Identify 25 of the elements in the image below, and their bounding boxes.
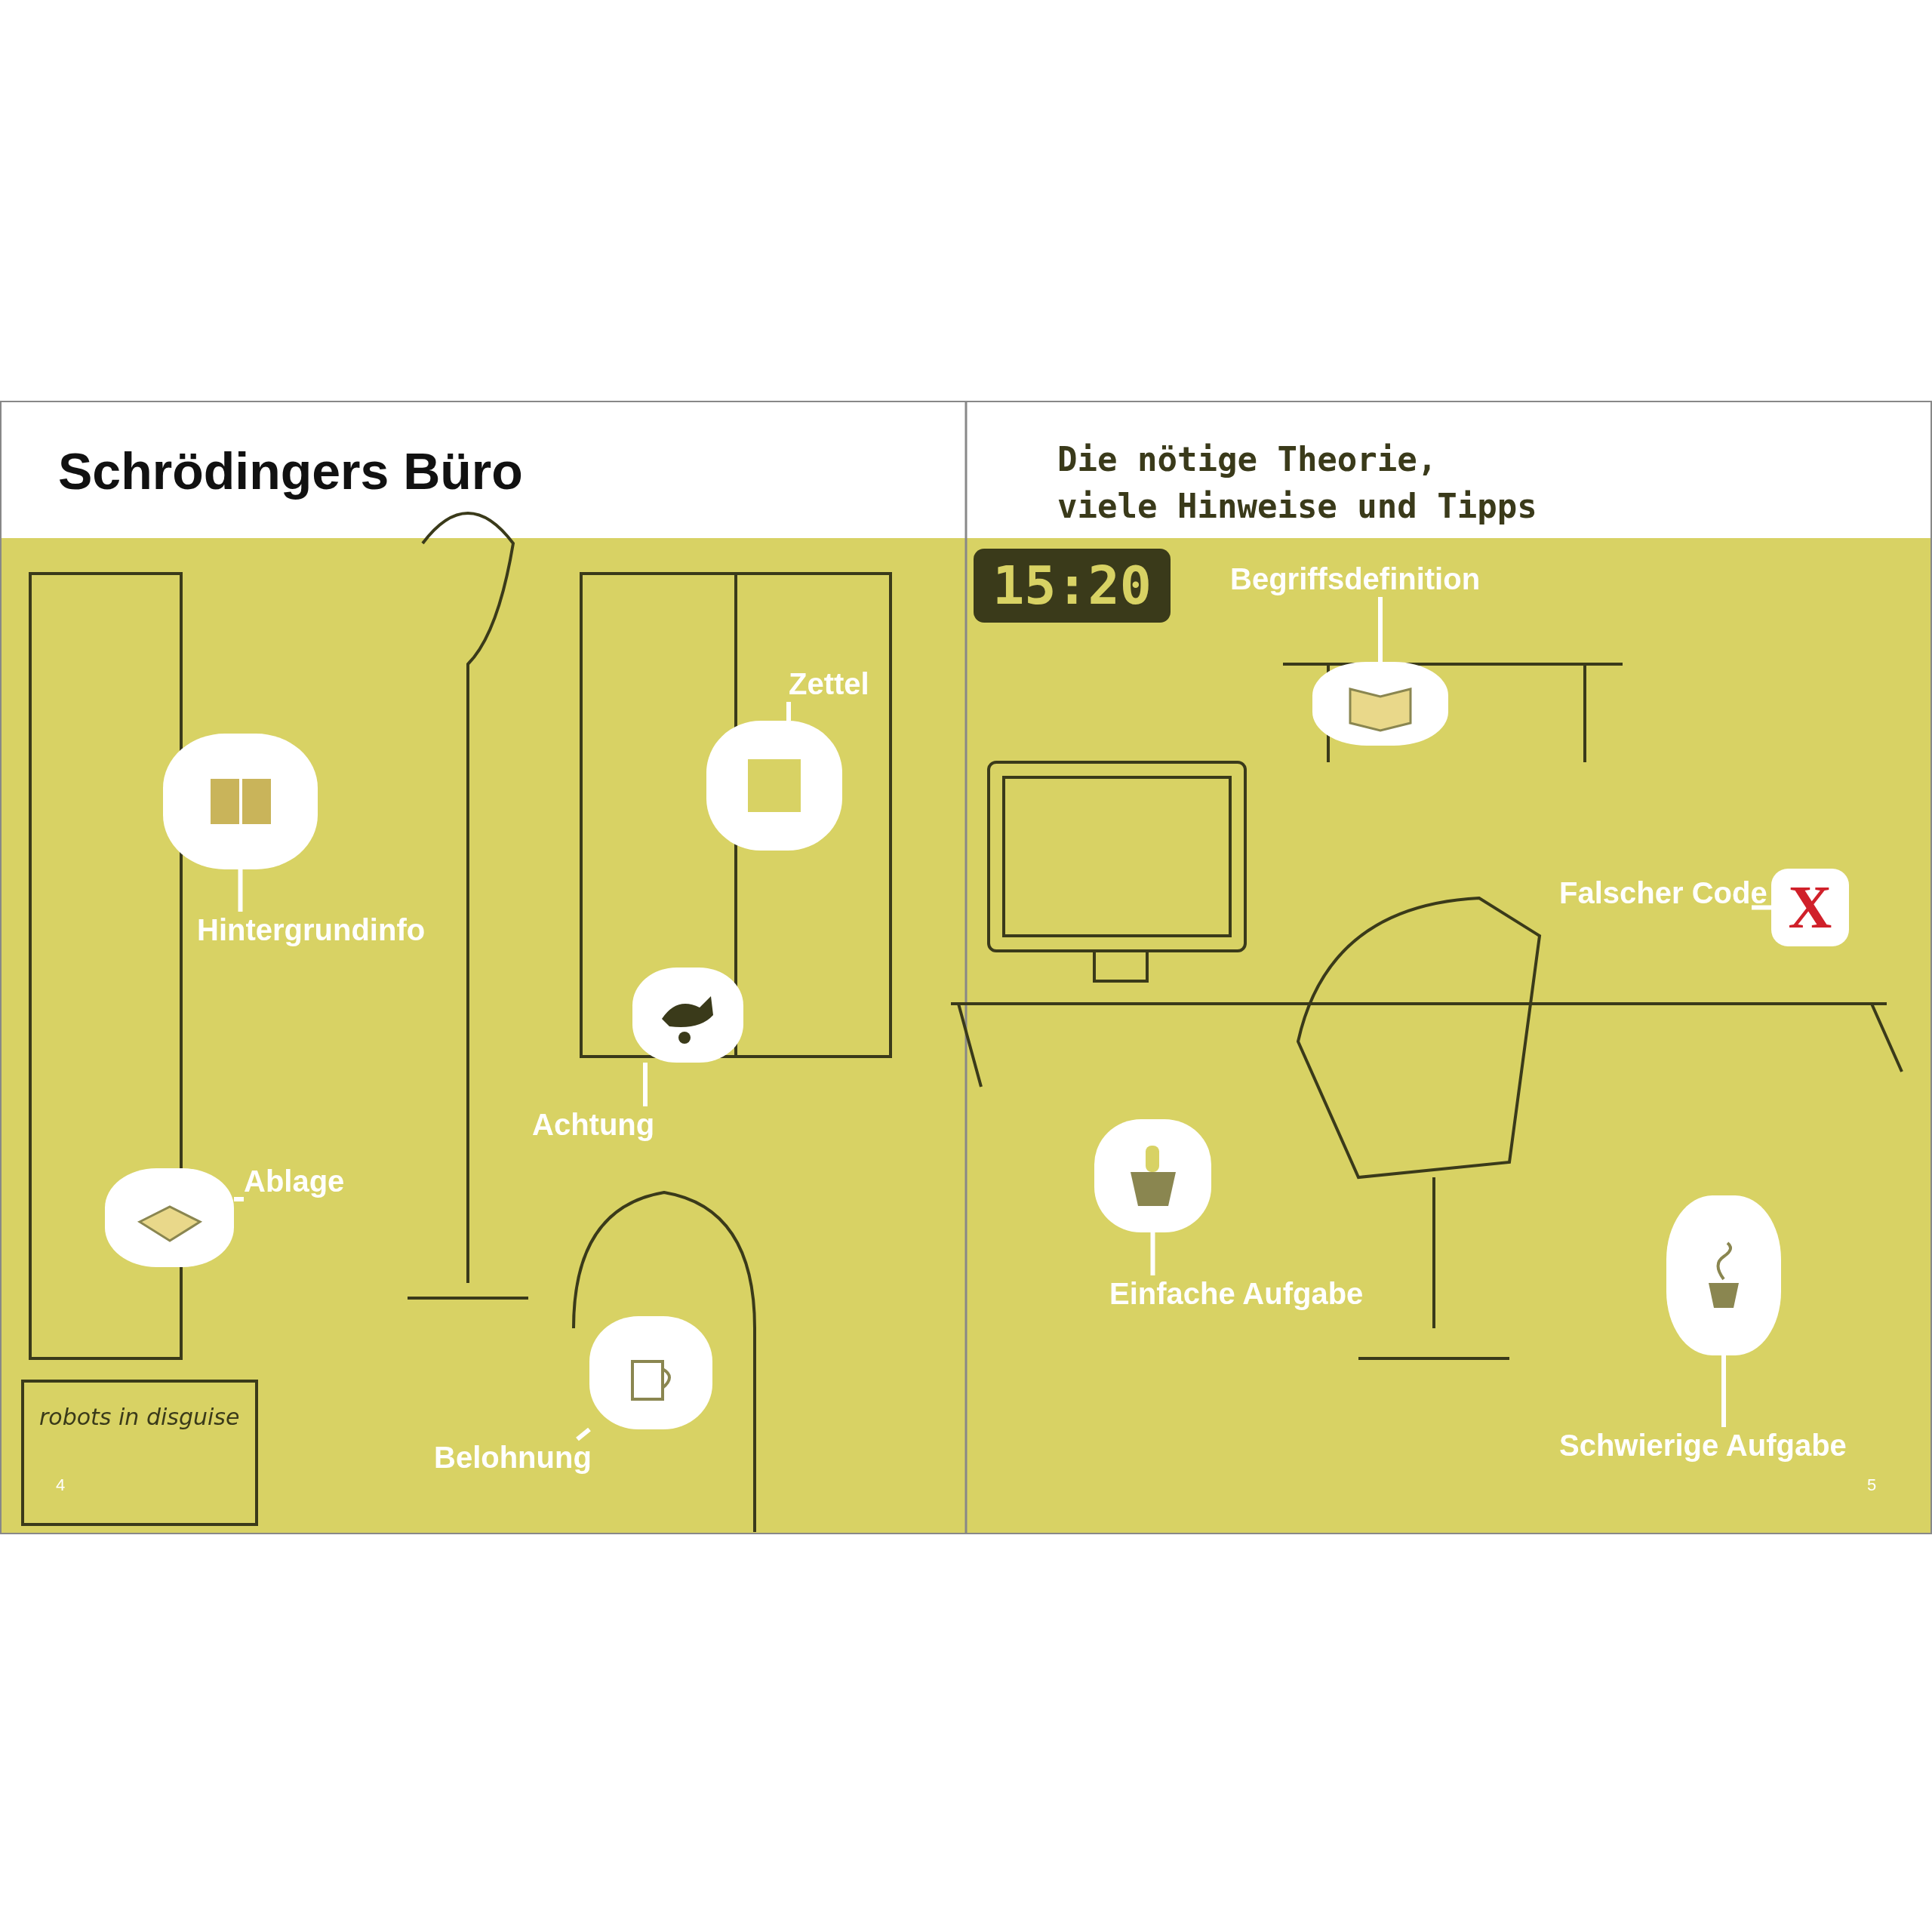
leader-line [234, 1197, 244, 1201]
page-number: 5 [1867, 1475, 1877, 1495]
callout-label: Einfache Aufgabe [1109, 1275, 1364, 1312]
leader-line [643, 1063, 648, 1106]
callout-label: Begriffsdefinition [1230, 561, 1481, 597]
callout-label: Achtung [532, 1106, 655, 1143]
callout-label: Schwierige Aufgabe [1559, 1427, 1847, 1463]
digital-clock: 15:20 [974, 549, 1171, 623]
leader-line [576, 1427, 591, 1441]
leader-line [1752, 905, 1771, 910]
subtitle: Die nötige Theorie, viele Hinweise und Tipps [1057, 439, 1538, 527]
callout-label: Hintergrundinfo [197, 912, 426, 948]
error-mark: X [1771, 869, 1849, 946]
page-title: Schrödingers Büro [58, 441, 523, 500]
leader-line [1721, 1355, 1726, 1427]
callout-label: Belohnung [434, 1439, 592, 1475]
leader-line [1378, 597, 1383, 662]
leader-line [786, 702, 791, 721]
callout-label: Zettel [789, 666, 869, 702]
callout-label: Ablage [244, 1163, 345, 1199]
callout-label: Falscher Code [1559, 875, 1767, 911]
leader-line [238, 869, 243, 912]
leader-line [1150, 1232, 1155, 1275]
record-sleeve-text: robots in disguise [39, 1404, 240, 1430]
page-number: 4 [56, 1475, 66, 1495]
